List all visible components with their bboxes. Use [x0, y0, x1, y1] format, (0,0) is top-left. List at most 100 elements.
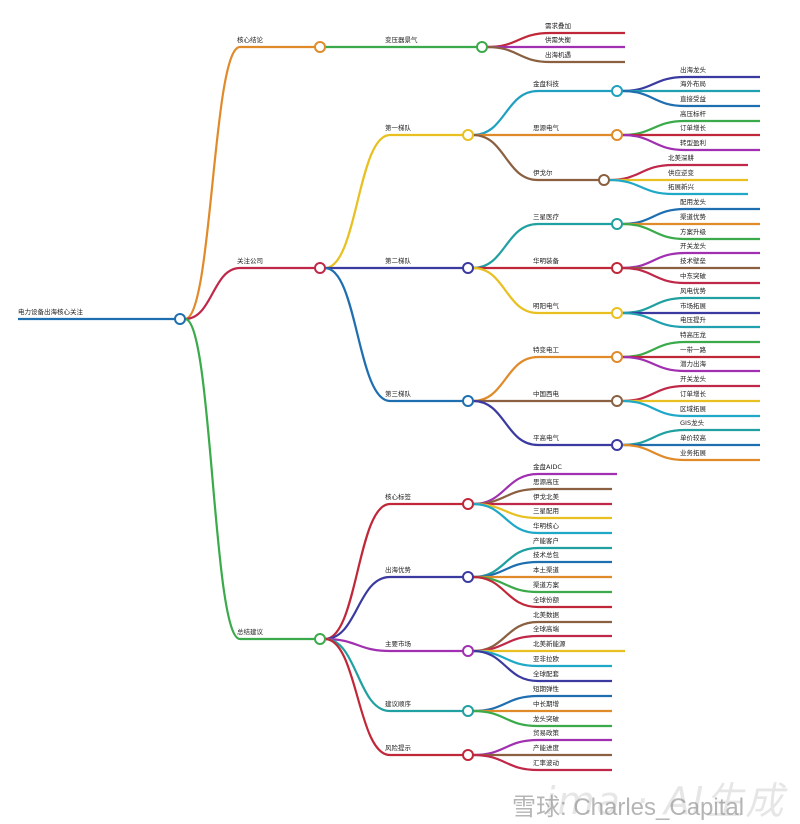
node-label[interactable]: 变压器景气 [385, 35, 418, 44]
node-circle[interactable] [611, 395, 623, 407]
leaf-label[interactable]: 中东突破 [680, 271, 707, 280]
branch-line [324, 502, 463, 641]
node-circle[interactable] [462, 262, 474, 274]
leaf-label[interactable]: 技术壁垒 [680, 256, 707, 265]
leaf-label[interactable]: 直接受益 [680, 94, 707, 103]
leaf-label[interactable]: 拓展新兴 [668, 182, 695, 191]
node-circle[interactable] [598, 174, 610, 186]
leaf-label[interactable]: 需求叠加 [545, 21, 571, 30]
leaf-label[interactable]: 本土渠道 [533, 565, 560, 574]
node-circle[interactable] [611, 351, 623, 363]
node-label[interactable]: 核心标签 [385, 492, 412, 501]
node-label[interactable]: 出海优势 [385, 565, 412, 574]
leaf-label[interactable]: 业务拓展 [680, 448, 707, 457]
node-label[interactable]: 第二梯队 [385, 256, 412, 265]
node-circle[interactable] [314, 262, 326, 274]
node-circle[interactable] [462, 749, 474, 761]
node-label[interactable]: 核心结论 [237, 35, 264, 44]
leaf-label[interactable]: 单价较高 [680, 433, 707, 442]
branch-line [472, 649, 612, 683]
node-label[interactable]: 主要市场 [385, 639, 412, 648]
leaf-label[interactable]: 开关龙头 [680, 241, 707, 250]
leaf-label[interactable]: 一带一路 [680, 345, 707, 354]
node-label[interactable]: 总结建议 [237, 627, 264, 636]
node-circle[interactable] [462, 129, 474, 141]
node-circle[interactable] [314, 41, 326, 53]
leaf-label[interactable]: 全球配套 [533, 669, 560, 678]
node-circle[interactable] [611, 85, 623, 97]
leaf-label[interactable]: 金盘AIDC [533, 462, 562, 471]
leaf-label[interactable]: 供需失衡 [545, 35, 572, 44]
node-label[interactable]: 中国西电 [533, 389, 560, 398]
leaf-label[interactable]: 贸易政策 [533, 728, 560, 737]
node-label[interactable]: 关注公司 [237, 256, 263, 265]
leaf-label[interactable]: 亚非拉欧 [533, 654, 560, 663]
node-label[interactable]: 金盘科技 [533, 79, 560, 88]
leaf-label[interactable]: 北美深耕 [668, 153, 695, 162]
leaf-label[interactable]: 北美新能源 [533, 639, 566, 648]
leaf-label[interactable]: 中长期增 [533, 699, 559, 708]
node-label[interactable]: 第三梯队 [385, 389, 412, 398]
node-circle[interactable] [476, 41, 488, 53]
leaf-label[interactable]: 龙头突破 [533, 714, 560, 723]
leaf-label[interactable]: 特高压龙 [680, 330, 707, 339]
leaf-label[interactable]: 出海龙头 [680, 65, 707, 74]
leaf-label[interactable]: 海外布局 [680, 79, 706, 88]
branch-line [324, 637, 463, 713]
leaf-label[interactable]: 供应逆变 [668, 168, 695, 177]
node-circle[interactable] [314, 633, 326, 645]
leaf-label[interactable]: 渠道优势 [680, 212, 707, 221]
node-circle[interactable] [462, 645, 474, 657]
leaf-label[interactable]: 市场拓展 [680, 301, 707, 310]
branch-line [324, 637, 463, 757]
node-label[interactable]: 平高电气 [533, 433, 560, 442]
node-circle[interactable] [611, 307, 623, 319]
leaf-label[interactable]: 产能进度 [533, 743, 560, 752]
leaf-label[interactable]: 电压提升 [680, 315, 707, 324]
node-label[interactable]: 风险提示 [385, 743, 412, 752]
leaf-label[interactable]: 北美数据 [533, 610, 560, 619]
node-label[interactable]: 思源电气 [533, 123, 560, 132]
node-label[interactable]: 建议顺序 [385, 699, 412, 708]
node-label[interactable]: 特变电工 [533, 345, 560, 354]
leaf-label[interactable]: 订单增长 [680, 389, 707, 398]
leaf-label[interactable]: 产能客户 [533, 536, 559, 545]
leaf-label[interactable]: 高压标杆 [680, 109, 707, 118]
leaf-label[interactable]: 方案升级 [680, 227, 707, 236]
leaf-label[interactable]: 配用龙头 [680, 197, 707, 206]
leaf-label[interactable]: 区域拓展 [680, 404, 707, 413]
node-circle[interactable] [174, 313, 186, 325]
node-circle[interactable] [611, 439, 623, 451]
leaf-label[interactable]: 潜力出海 [680, 359, 707, 368]
branch-line [472, 222, 612, 270]
node-circle[interactable] [462, 395, 474, 407]
leaf-label[interactable]: 技术总包 [533, 550, 560, 559]
leaf-label[interactable]: 全球份额 [533, 595, 560, 604]
leaf-label[interactable]: 风电优势 [680, 286, 707, 295]
leaf-label[interactable]: 转型盈利 [680, 138, 706, 147]
leaf-label[interactable]: 伊戈北美 [533, 492, 560, 501]
node-label[interactable]: 电力设备出海核心关注 [18, 307, 84, 316]
leaf-label[interactable]: 渠道方案 [533, 580, 560, 589]
leaf-label[interactable]: 三星配用 [533, 507, 559, 515]
leaf-label[interactable]: 思源高压 [533, 477, 560, 486]
node-label[interactable]: 第一梯队 [385, 123, 412, 132]
node-label[interactable]: 伊戈尔 [533, 168, 553, 177]
leaf-label[interactable]: GIS龙头 [680, 418, 705, 427]
leaf-label[interactable]: 华明核心 [533, 521, 560, 530]
node-circle[interactable] [462, 498, 474, 510]
leaf-label[interactable]: 汇率波动 [533, 758, 560, 767]
leaf-label[interactable]: 开关龙头 [680, 374, 707, 383]
node-circle[interactable] [611, 129, 623, 141]
node-circle[interactable] [611, 262, 623, 274]
node-label[interactable]: 华明装备 [533, 256, 560, 265]
leaf-label[interactable]: 订单增长 [680, 123, 707, 132]
leaf-label[interactable]: 出海机遇 [545, 50, 572, 59]
node-circle[interactable] [462, 705, 474, 717]
leaf-label[interactable]: 短期弹性 [533, 684, 560, 693]
node-circle[interactable] [611, 218, 623, 230]
node-label[interactable]: 三星医疗 [533, 212, 560, 221]
node-label[interactable]: 明阳电气 [533, 301, 560, 310]
node-circle[interactable] [462, 571, 474, 583]
leaf-label[interactable]: 全球高端 [533, 624, 560, 633]
